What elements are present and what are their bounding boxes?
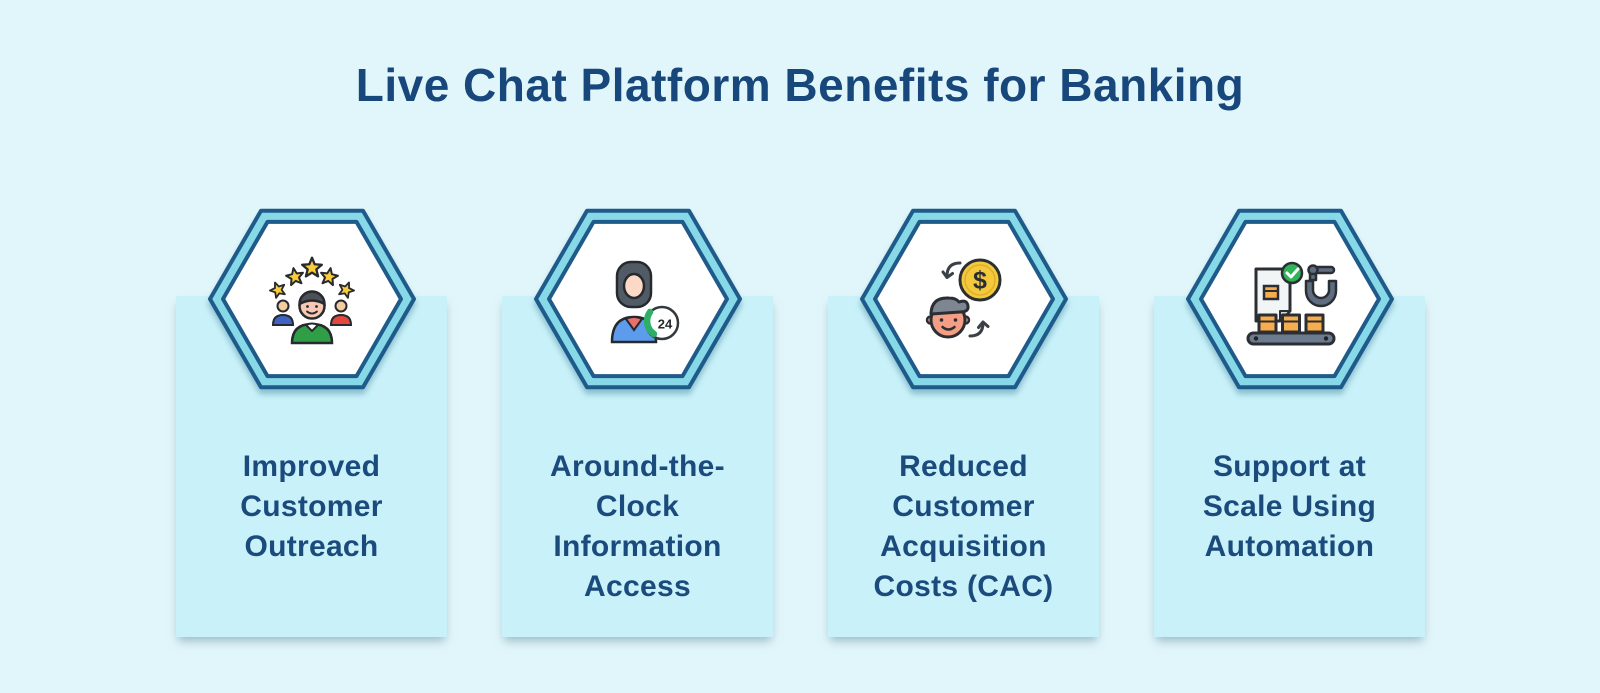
benefit-label: Support at Scale Using Automation [1202,450,1377,563]
hexagon-frame [859,208,1068,390]
automation-icon [1246,261,1337,346]
page-title: Live Chat Platform Benefits for Banking [355,59,1245,111]
support-24h-icon: 24 [610,260,679,344]
benefit-card: Improved Customer Outreach [176,208,447,637]
icon-slot: $ [911,249,1017,349]
icon-slot: 24 [585,249,691,349]
benefit-card: Support at Scale Using Automation [1154,208,1425,637]
benefit-card: 24 Around-the-Clock Information Access [502,208,773,637]
customer-acquisition-cost-icon: $ [925,258,1001,339]
icon-slot [259,249,365,349]
hexagon-badge: $ [858,207,1070,391]
hexagon-badge: 24 [532,207,744,391]
svg-text:$: $ [973,267,987,295]
benefit-cards-row: Improved Customer Outreach 24 Around-the… [176,208,1425,637]
benefit-label: Reduced Customer Acquisition Costs (CAC) [873,450,1054,603]
icon-slot [1237,249,1343,349]
hexagon-badge [1184,207,1396,391]
benefit-card: $ Reduced Customer Acquisition Costs (CA… [828,208,1099,637]
benefit-label: Improved Customer Outreach [240,450,383,563]
customer-rating-icon [268,256,355,345]
svg-text:24: 24 [657,317,672,332]
benefit-label: Around-the-Clock Information Access [550,450,725,603]
hexagon-badge [206,207,418,391]
